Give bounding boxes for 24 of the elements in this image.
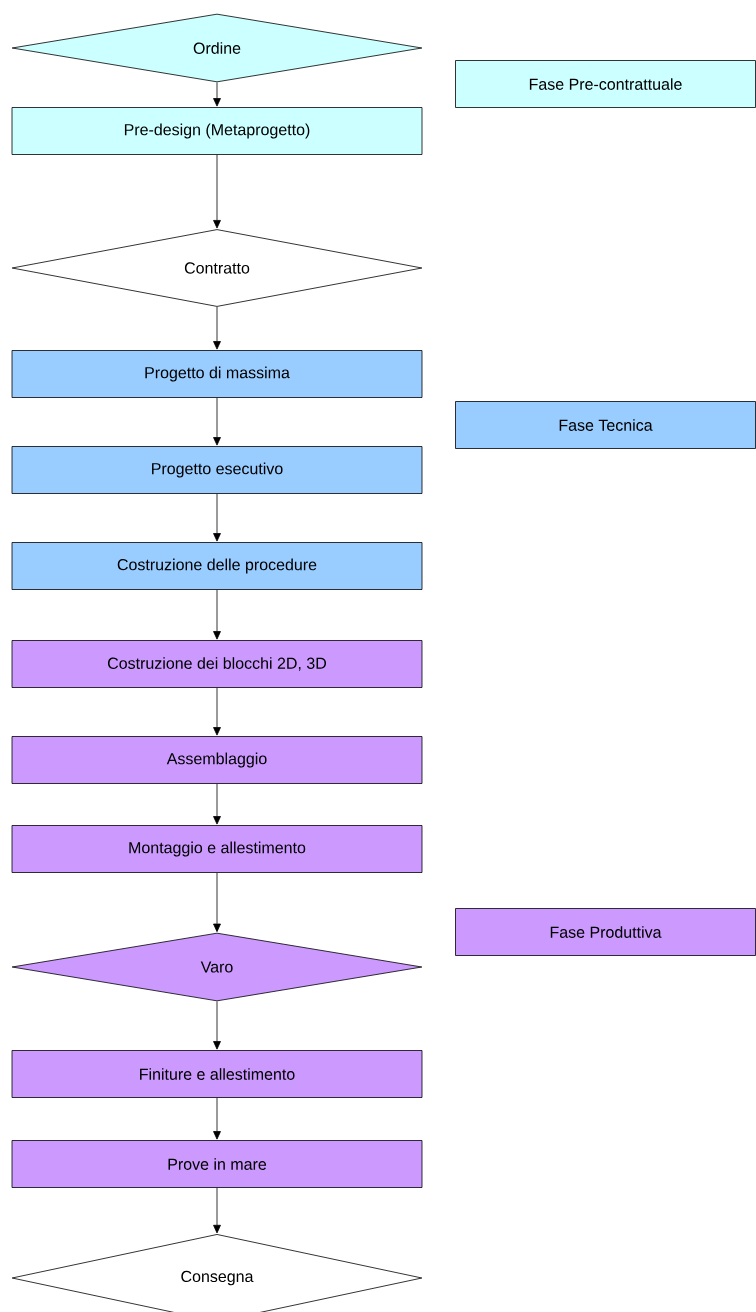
- arrow: [213, 82, 221, 107]
- process-box: Prove in mare: [11, 1140, 423, 1188]
- arrow: [213, 589, 221, 640]
- arrow: [213, 872, 221, 933]
- process-box: Finiture e allestimento: [11, 1050, 423, 1098]
- arrow: [213, 493, 221, 542]
- arrow: [213, 397, 221, 446]
- legend-box: Fase Tecnica: [455, 401, 756, 449]
- arrow: [213, 154, 221, 229]
- arrow: [213, 306, 221, 350]
- process-box: Montaggio e allestimento: [11, 825, 423, 873]
- process-box: Assemblaggio: [11, 736, 423, 784]
- arrow: [213, 1187, 221, 1234]
- arrow: [213, 783, 221, 825]
- process-box: Progetto esecutivo: [11, 446, 423, 494]
- legend-box: Fase Produttiva: [455, 908, 756, 956]
- arrow: [213, 1097, 221, 1140]
- process-box: Pre-design (Metaprogetto): [11, 107, 423, 155]
- process-box: Progetto di massima: [11, 350, 423, 398]
- process-box: Costruzione dei blocchi 2D, 3D: [11, 640, 423, 688]
- legend-box: Fase Pre-contrattuale: [455, 60, 756, 108]
- arrow: [213, 1001, 221, 1050]
- process-box: Costruzione delle procedure: [11, 542, 423, 590]
- arrow: [213, 687, 221, 736]
